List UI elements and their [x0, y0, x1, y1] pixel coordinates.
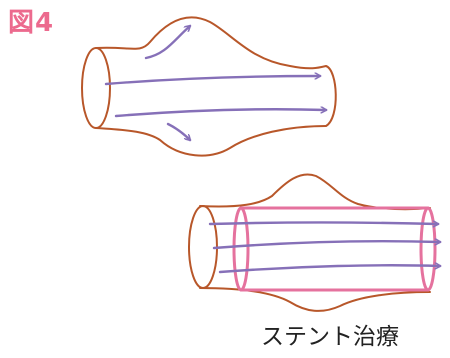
stent-body [239, 206, 430, 292]
stent-right-ring [419, 206, 437, 292]
flow-arrow-upper-curve [144, 26, 190, 60]
stent-flow-arrow-1 [208, 223, 438, 225]
vessel-right-end [325, 65, 337, 127]
figure-label: 図4 [8, 8, 55, 38]
vessel-left-opening-treated [188, 205, 218, 289]
stent-treatment-caption: ステント治療 [261, 324, 399, 350]
stent-flow-arrow-2 [212, 241, 440, 250]
stent-left-ring [232, 206, 250, 292]
stented-vessel-icon [188, 173, 440, 312]
flow-arrow-middle [104, 76, 320, 86]
flow-arrow-lower-curve [166, 122, 190, 140]
flow-arrow-lower [114, 109, 326, 118]
stent-flow-arrow-3 [218, 265, 440, 274]
vessel-outline [95, 16, 327, 157]
aneurysm-vessel-icon [81, 16, 337, 157]
vessel-left-opening [81, 47, 111, 129]
